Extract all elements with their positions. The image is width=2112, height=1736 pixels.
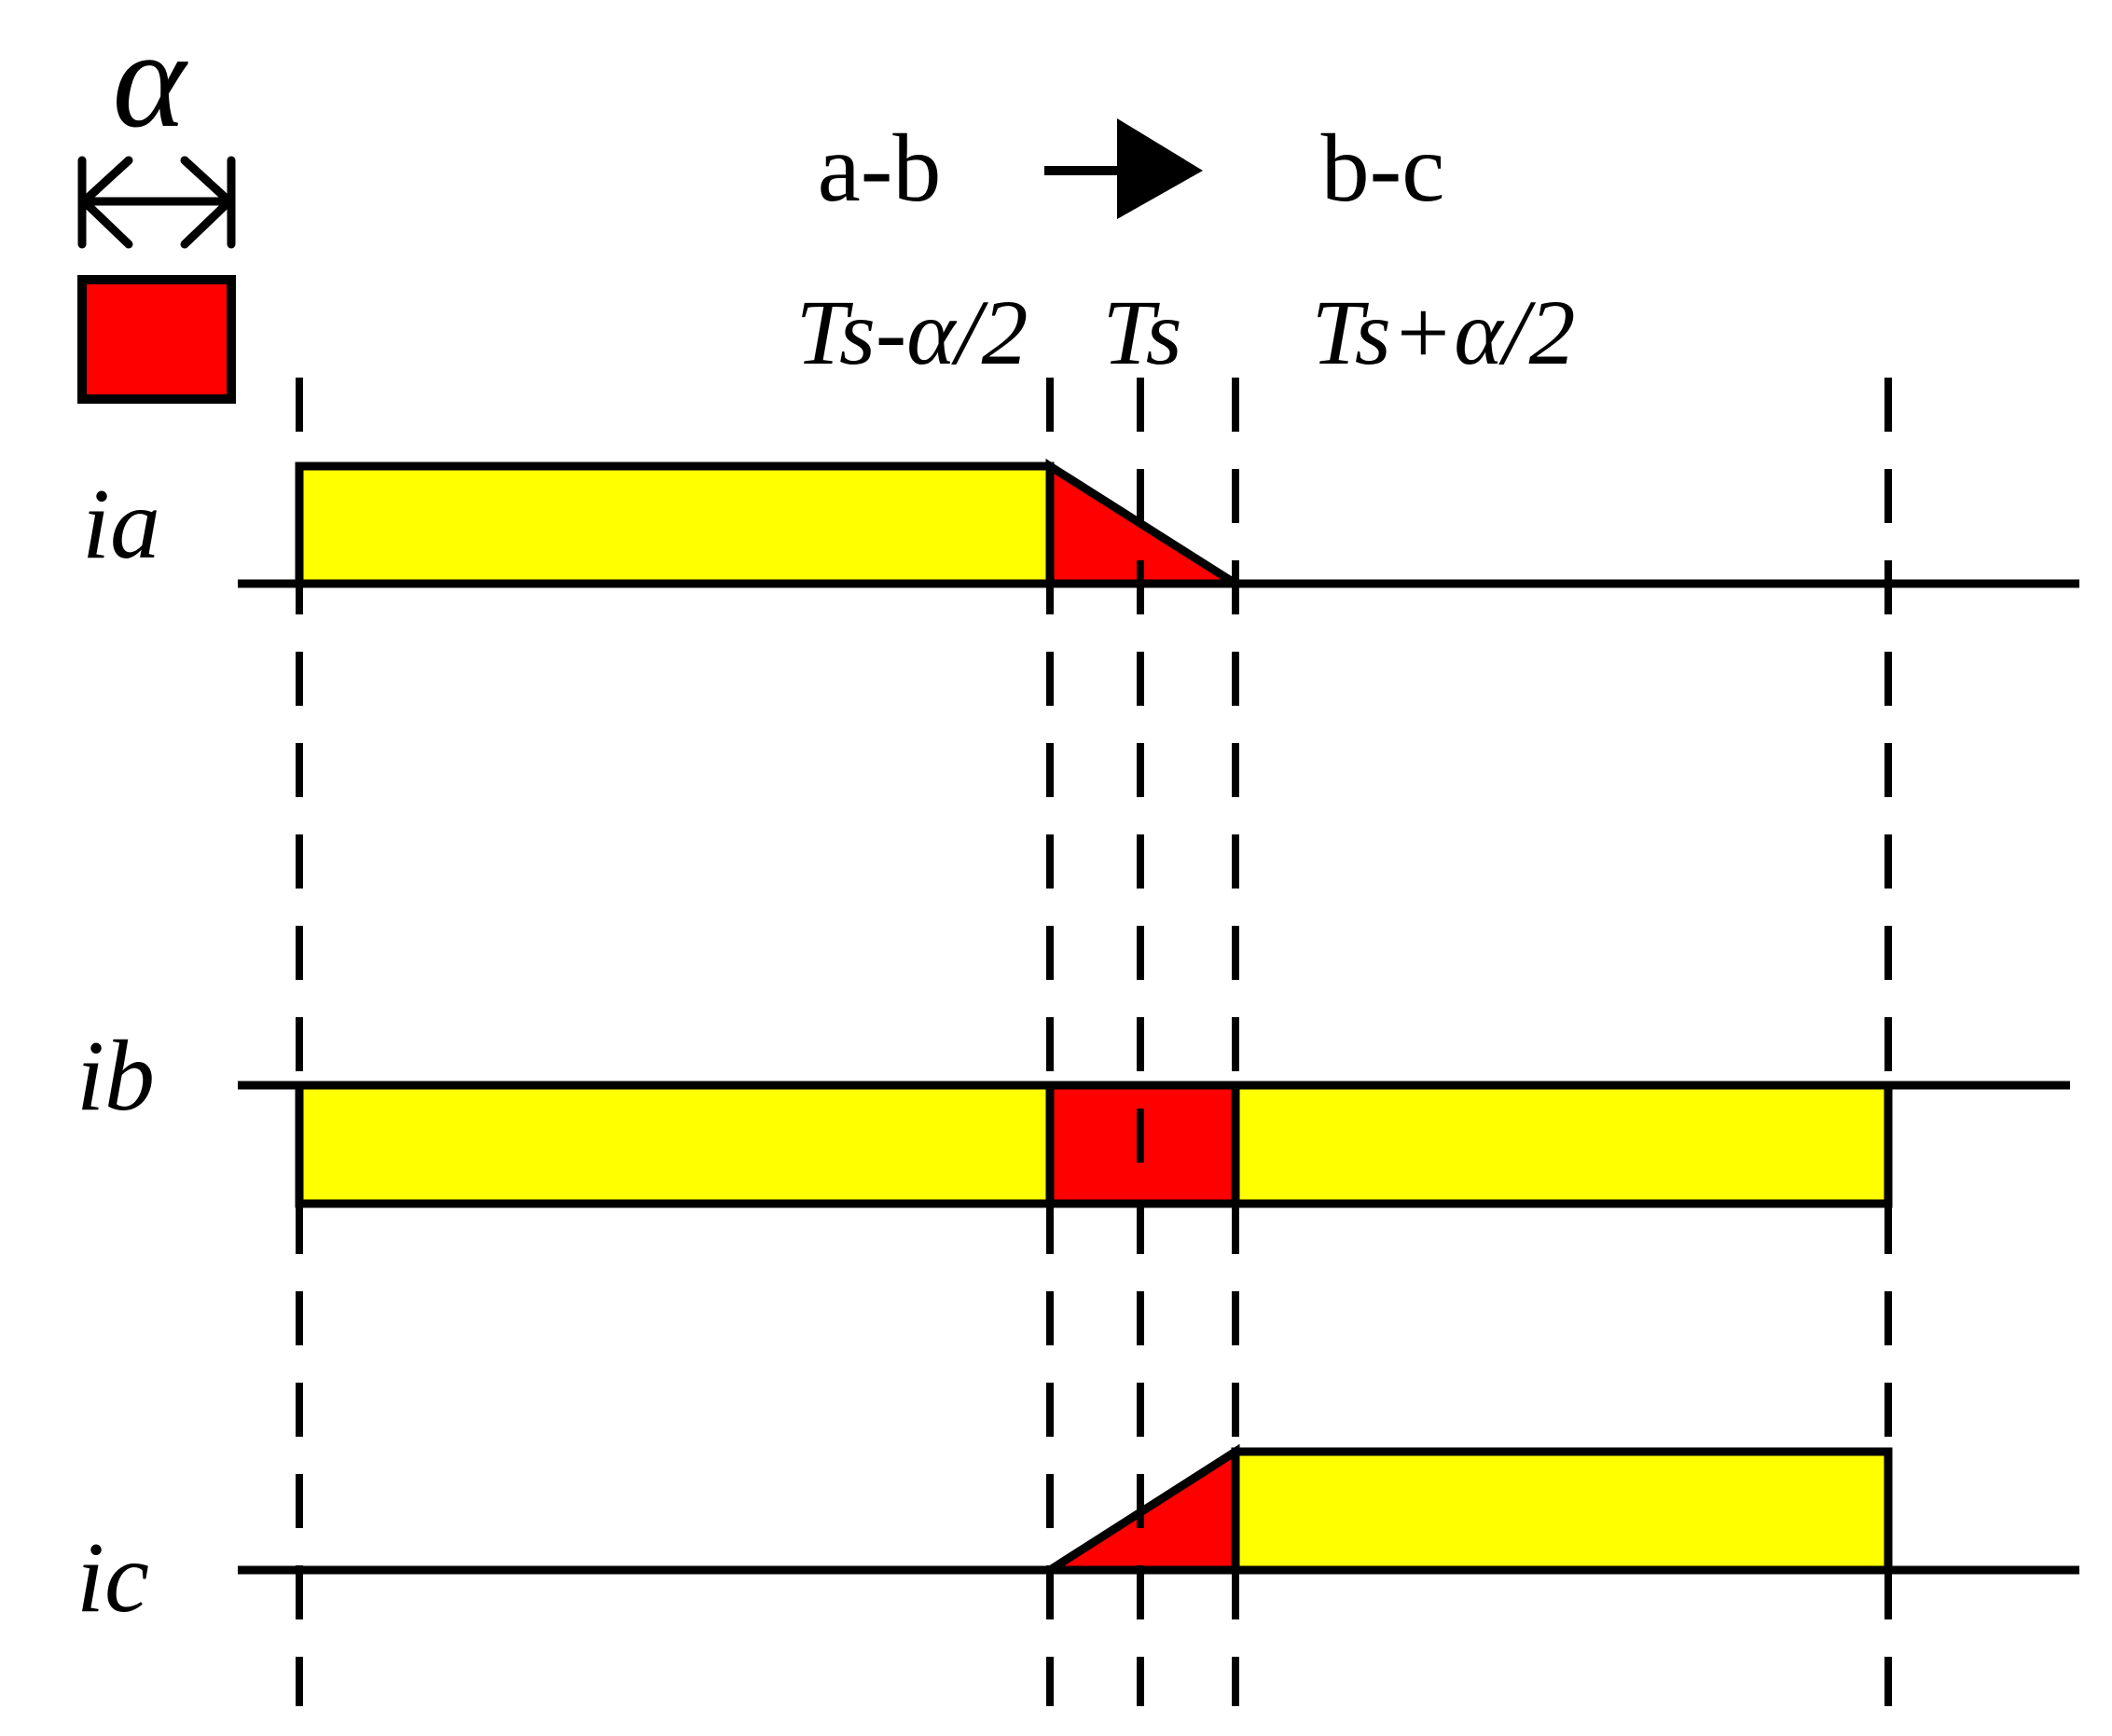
phase-b-label: ib bbox=[76, 1021, 155, 1132]
time-label-end: Ts+α/2 bbox=[1311, 281, 1575, 384]
legend-overlap-swatch bbox=[77, 275, 236, 404]
legend-alpha-symbol: α bbox=[113, 2, 189, 157]
phase-b-conduction-block-right bbox=[1231, 1081, 1893, 1208]
phase-c-waveform bbox=[238, 1443, 2079, 1575]
phase-a-conduction-block bbox=[295, 462, 1055, 588]
transition-to-label: b-c bbox=[1321, 115, 1445, 222]
phase-labels: ia ib ic bbox=[76, 469, 160, 1633]
phase-c-label: ic bbox=[76, 1522, 149, 1633]
legend-width-arrow bbox=[77, 156, 236, 249]
phase-c-conduction-block bbox=[1231, 1447, 1893, 1575]
time-labels: Ts-α/2 Ts Ts+α/2 bbox=[796, 281, 1576, 384]
time-markers bbox=[296, 378, 1892, 1706]
phase-b-conduction-block-left bbox=[295, 1081, 1055, 1208]
phase-a-waveform bbox=[238, 458, 2079, 588]
phase-a-label: ia bbox=[82, 469, 160, 580]
transition-arrow-head bbox=[1117, 118, 1203, 219]
transition-from-label: a-b bbox=[818, 115, 942, 222]
time-label-center: Ts bbox=[1102, 281, 1181, 384]
phase-b-waveform bbox=[238, 1081, 2070, 1208]
transition-header: a-b b-c bbox=[818, 115, 1445, 222]
legend: α bbox=[77, 2, 236, 404]
time-label-start: Ts-α/2 bbox=[796, 281, 1028, 384]
